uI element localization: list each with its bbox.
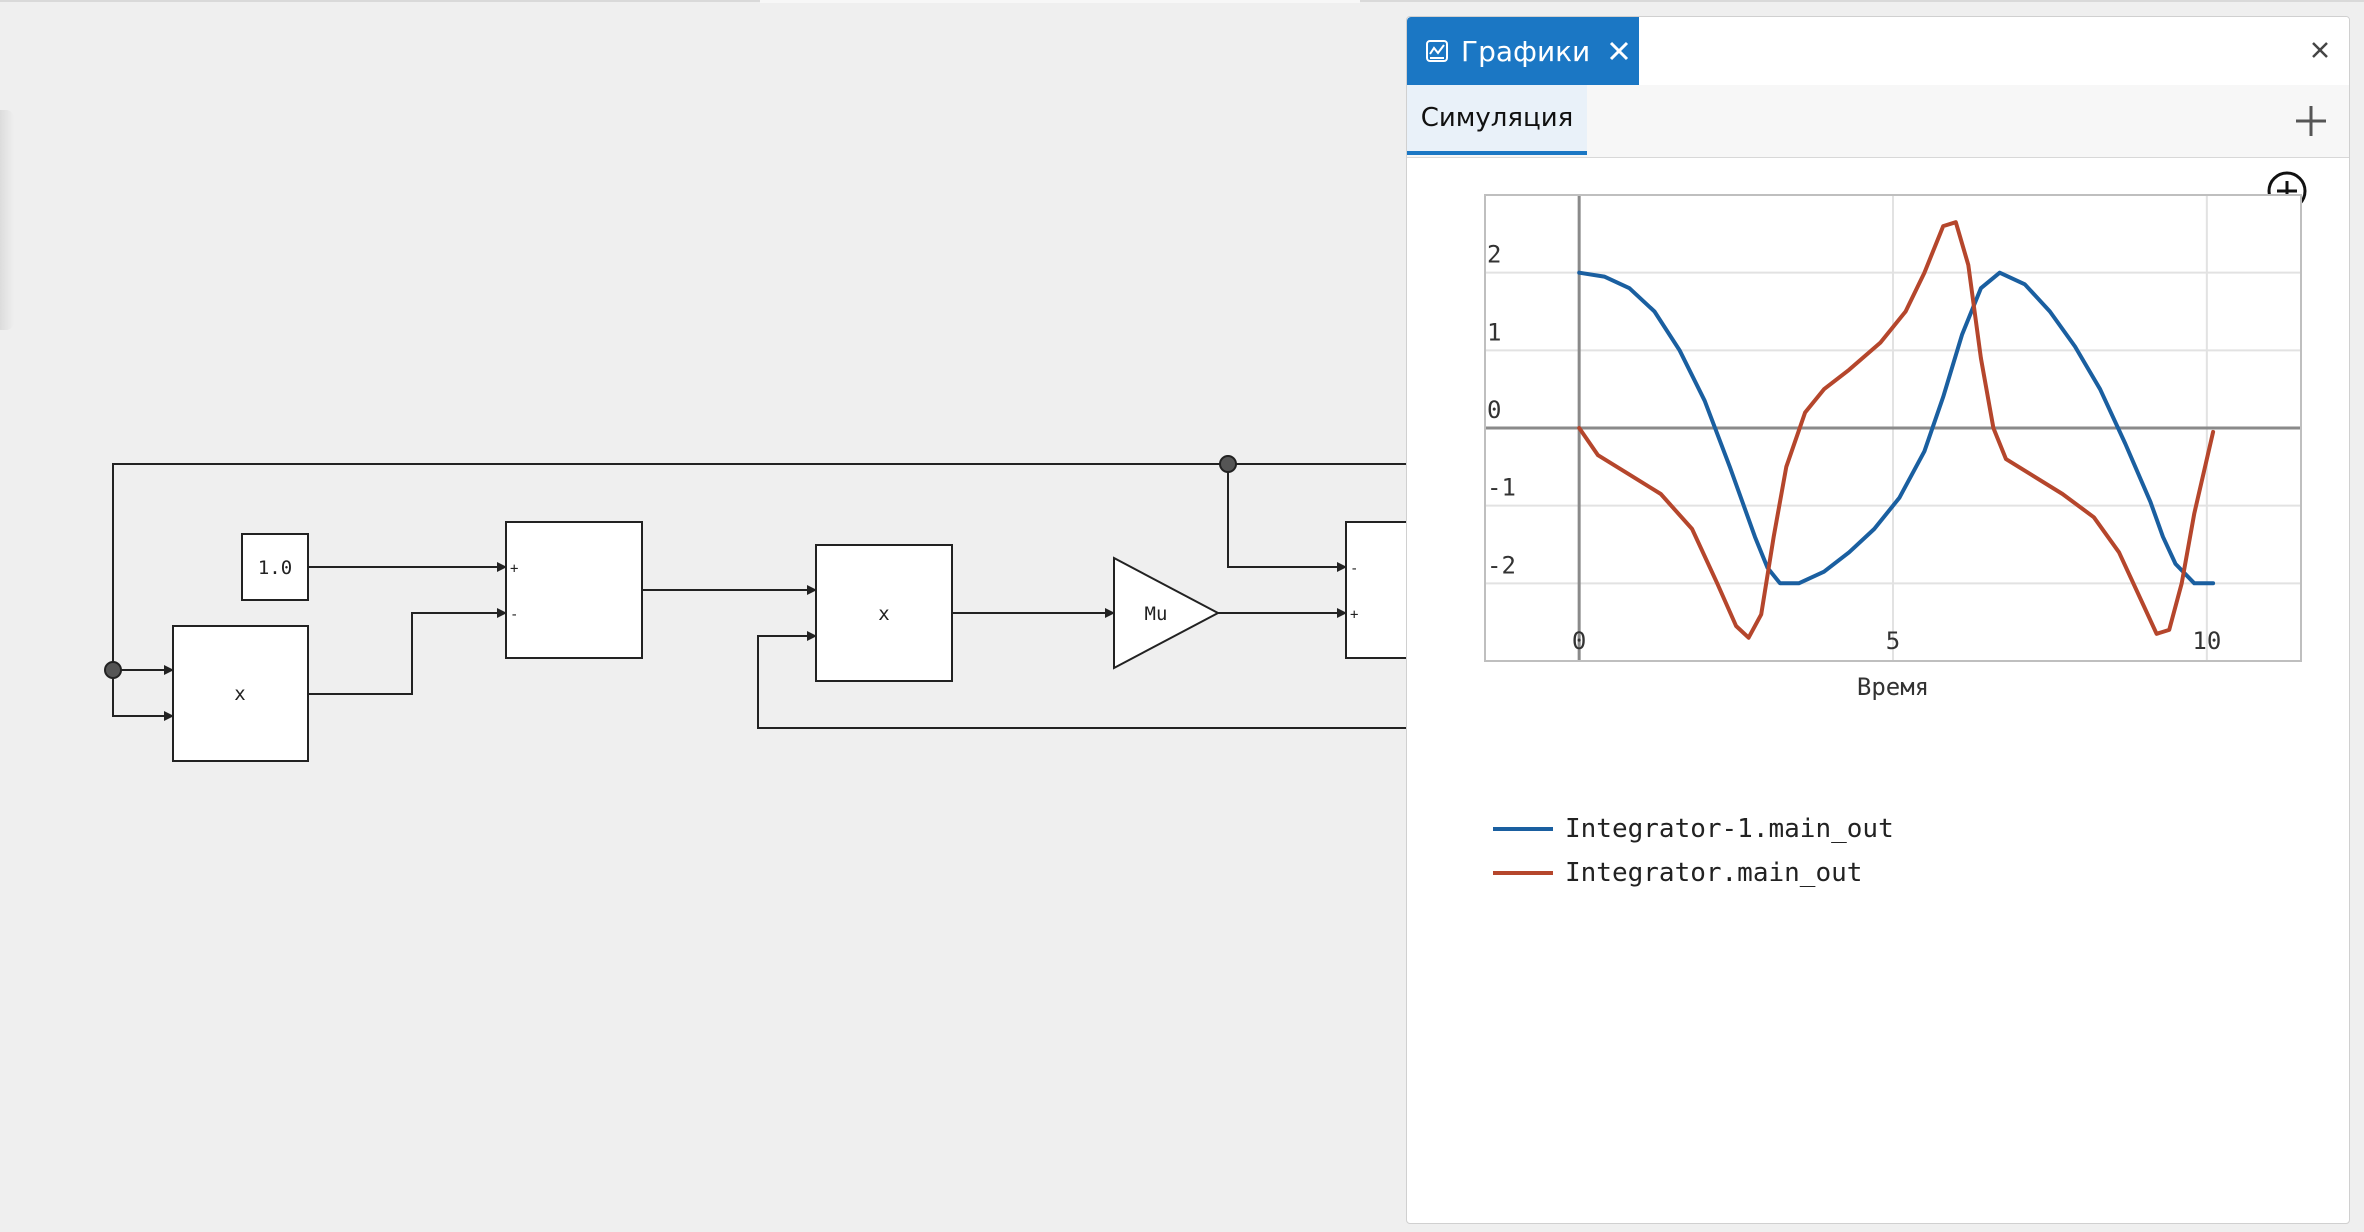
svg-text:-: -	[510, 607, 518, 623]
series-line	[1577, 220, 2216, 640]
gain-block[interactable]: Mu	[1113, 556, 1221, 670]
x-tick-label: 10	[2192, 627, 2221, 655]
sum-block-1[interactable]: + -	[505, 521, 643, 659]
plots-panel: Графики Симуляция	[1406, 16, 2350, 1224]
junction-dot	[1219, 455, 1237, 473]
multiply-block-2[interactable]: x	[815, 544, 953, 682]
y-tick-label: 0	[1487, 396, 1501, 424]
plot-tab-bar: Симуляция	[1407, 85, 2349, 158]
junction-dot	[104, 661, 122, 679]
y-tick-label: -2	[1487, 551, 1516, 579]
wire-feedback-top[interactable]	[112, 463, 1406, 670]
y-tick-label: 1	[1487, 318, 1501, 346]
wire-feedback-bottom[interactable]	[757, 631, 1406, 729]
svg-text:1.0: 1.0	[258, 557, 292, 579]
legend-label: Integrator.main_out	[1565, 858, 1863, 888]
svg-text:+: +	[510, 561, 518, 577]
panel-tab-bar: Графики	[1407, 17, 2349, 86]
plot-area-frame	[1484, 194, 2302, 662]
constant-block[interactable]: 1.0	[241, 533, 309, 601]
svg-text:Mu: Mu	[1145, 603, 1168, 625]
close-tab-icon[interactable]	[1606, 38, 1632, 64]
x-tick-label: 0	[1572, 627, 1586, 655]
legend-swatch	[1493, 871, 1553, 875]
add-tab-plus-icon[interactable]	[2293, 103, 2329, 139]
svg-text:-: -	[1350, 561, 1358, 577]
legend-item[interactable]: Integrator.main_out	[1493, 851, 1894, 895]
x-axis-label: Время	[1857, 673, 1929, 701]
y-tick-label: -1	[1487, 474, 1516, 502]
wire-branch-to-sum2[interactable]	[1227, 464, 1347, 572]
x-tick-label: 5	[1886, 627, 1900, 655]
wire-mult1-in2[interactable]	[112, 670, 174, 721]
tab-plots[interactable]: Графики	[1407, 17, 1639, 85]
tab-plots-label: Графики	[1461, 34, 1591, 68]
series-line	[1577, 270, 2216, 586]
close-panel-icon[interactable]	[2307, 37, 2333, 63]
legend-swatch	[1493, 827, 1553, 831]
multiply-block-1[interactable]: x	[172, 625, 309, 762]
chart-icon	[1425, 39, 1449, 63]
wire-mult1-to-sum1[interactable]	[308, 608, 507, 695]
svg-text:+: +	[1350, 607, 1358, 623]
legend-label: Integrator-1.main_out	[1565, 814, 1894, 844]
legend-item[interactable]: Integrator-1.main_out	[1493, 807, 1894, 851]
left-edge-shadow	[0, 110, 14, 330]
svg-text:x: x	[878, 603, 889, 625]
svg-text:x: x	[234, 683, 245, 705]
tab-simulation[interactable]: Симуляция	[1407, 85, 1587, 155]
chart-series	[1577, 220, 2216, 640]
window-top-highlight	[760, 0, 1360, 3]
y-tick-label: 2	[1487, 241, 1501, 269]
